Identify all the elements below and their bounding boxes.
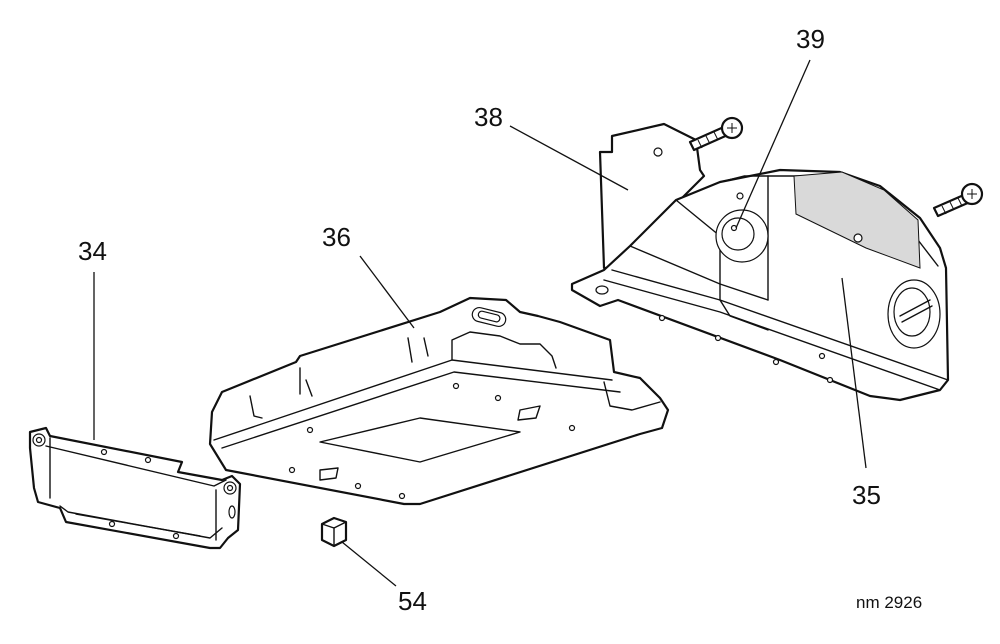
part-54-cube	[320, 516, 348, 548]
leader-38	[509, 125, 629, 191]
callout-35: 35	[852, 480, 881, 510]
part-36-control-unit	[208, 296, 670, 506]
leader-54	[341, 541, 397, 587]
part-35-housing	[570, 122, 950, 402]
leader-35	[841, 277, 867, 469]
callout-39: 39	[796, 24, 825, 54]
screw-upper	[688, 116, 744, 152]
callout-36: 36	[322, 222, 351, 252]
callout-54: 54	[398, 586, 427, 616]
leader-36	[359, 255, 415, 329]
drawing-reference: nm 2926	[856, 593, 922, 612]
label-panel	[793, 171, 921, 269]
leader-39	[735, 59, 811, 229]
callout-34: 34	[78, 236, 107, 266]
part-34-bracket	[28, 426, 242, 550]
screw-lower	[932, 182, 984, 218]
callout-38: 38	[474, 102, 503, 132]
